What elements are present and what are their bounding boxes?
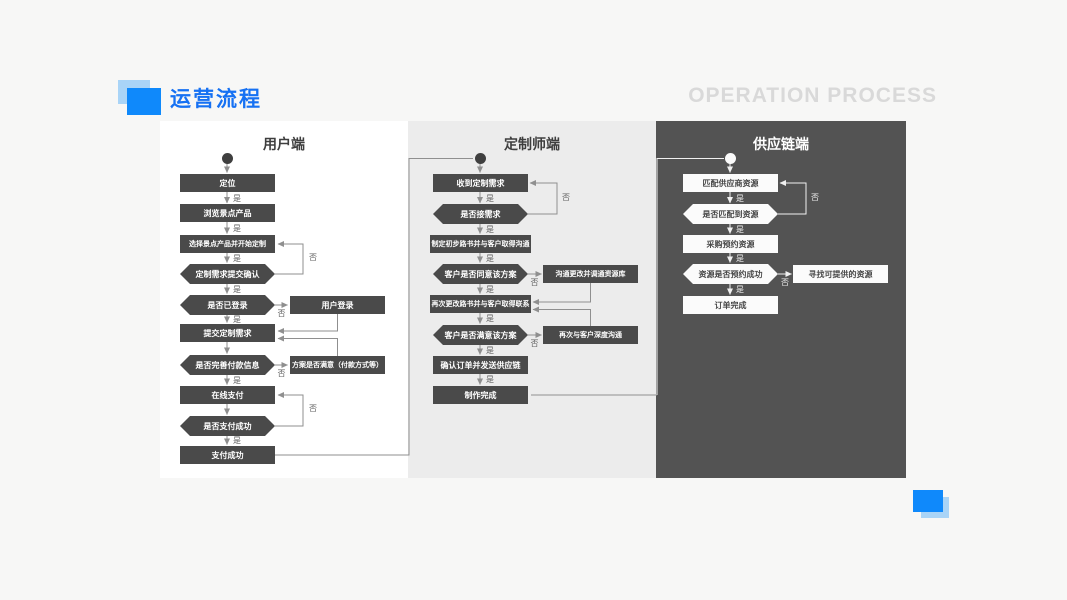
column-title-user: 用户端: [263, 136, 305, 152]
page-subtitle: OPERATION PROCESS: [688, 84, 937, 107]
yes-label: 是: [233, 315, 241, 324]
flow-node-order-complete: 订单完成: [683, 296, 778, 314]
flow-node-browse-products: 浏览景点产品: [180, 204, 275, 222]
flow-node-confirm-order: 确认订单并发送供应链: [433, 356, 528, 374]
decision-logged-in: 是否已登录: [180, 295, 275, 315]
no-label: 否: [562, 193, 570, 202]
flow-node-find-resources: 寻找可提供的资源: [793, 265, 888, 283]
no-label: 否: [309, 404, 317, 413]
yes-label: 是: [486, 225, 494, 234]
no-label: 否: [811, 193, 819, 202]
decision-resource-matched: 是否匹配到资源: [683, 204, 778, 224]
flow-node-draft-itinerary: 制定初步路书并与客户取得沟通: [430, 235, 531, 253]
yes-label: 是: [486, 194, 494, 203]
yes-label: 是: [736, 194, 744, 203]
start-node-customizer: [474, 152, 486, 164]
flow-node-revise-itinerary: 再次更改路书并与客户取得联系: [430, 295, 531, 313]
flow-node-purchase-reserve: 采购预约资源: [683, 235, 778, 253]
decision-customer-satisfied: 客户是否满意该方案: [433, 325, 528, 345]
yes-label: 是: [486, 314, 494, 323]
decision-payment-success: 是否支付成功: [180, 416, 275, 436]
yes-label: 是: [486, 254, 494, 263]
yes-label: 是: [233, 436, 241, 445]
yes-label: 是: [736, 254, 744, 263]
connectors-customizer: 是 是 是 是 是 是 是 否 否 否: [477, 163, 657, 396]
decision-submit-confirm: 定制需求提交确认: [180, 264, 275, 284]
yes-label: 是: [233, 285, 241, 294]
start-node-user: [221, 152, 233, 164]
decision-accept-requirement: 是否接需求: [433, 204, 528, 224]
page-title: 运营流程: [170, 88, 262, 111]
yes-label: 是: [486, 375, 494, 384]
corner-decoration-front-icon: [913, 490, 943, 512]
yes-label: 是: [736, 225, 744, 234]
column-title-supply: 供应链端: [753, 136, 809, 152]
decision-reservation-success: 资源是否预约成功: [683, 264, 778, 284]
flow-node-production-done: 制作完成: [433, 386, 528, 404]
flow-node-deep-communication: 再次与客户深度沟通: [543, 326, 638, 344]
yes-label: 是: [233, 376, 241, 385]
yes-label: 是: [736, 285, 744, 294]
flow-node-communicate-changes: 沟通更改并调通资源库: [543, 265, 638, 283]
no-label: 否: [531, 278, 539, 287]
yes-label: 是: [233, 194, 241, 203]
flow-node-payment-done: 支付成功: [180, 446, 275, 464]
decision-customer-agrees: 客户是否同意该方案: [433, 264, 528, 284]
no-label: 否: [781, 278, 789, 287]
no-label: 否: [531, 339, 539, 348]
flow-node-select-and-customize: 选择景点产品并开始定制: [180, 235, 275, 253]
yes-label: 是: [486, 346, 494, 355]
no-label: 否: [278, 369, 286, 378]
flow-node-match-supplier: 匹配供应商资源: [683, 174, 778, 192]
decision-payment-info: 是否完善付款信息: [180, 355, 275, 375]
connectors-user: 是 是 是 是 是 是 是 否 否 否 否: [224, 158, 473, 456]
connectors-supply: 是 是 是 是 否 否: [656, 158, 819, 395]
column-title-customizer: 定制师端: [504, 136, 560, 152]
no-label: 否: [309, 253, 317, 262]
yes-label: 是: [486, 285, 494, 294]
flow-node-submit-requirement: 提交定制需求: [180, 324, 275, 342]
flow-node-receive-requirement: 收到定制需求: [433, 174, 528, 192]
flow-node-online-payment: 在线支付: [180, 386, 275, 404]
flow-node-user-login: 用户登录: [290, 296, 385, 314]
flow-node-positioning: 定位: [180, 174, 275, 192]
flow-node-plan-satisfaction: 方案是否满意（付款方式等）: [290, 356, 385, 374]
start-node-supply: [724, 152, 736, 164]
yes-label: 是: [233, 254, 241, 263]
title-decoration-front-icon: [127, 88, 161, 115]
yes-label: 是: [233, 224, 241, 233]
no-label: 否: [278, 309, 286, 318]
